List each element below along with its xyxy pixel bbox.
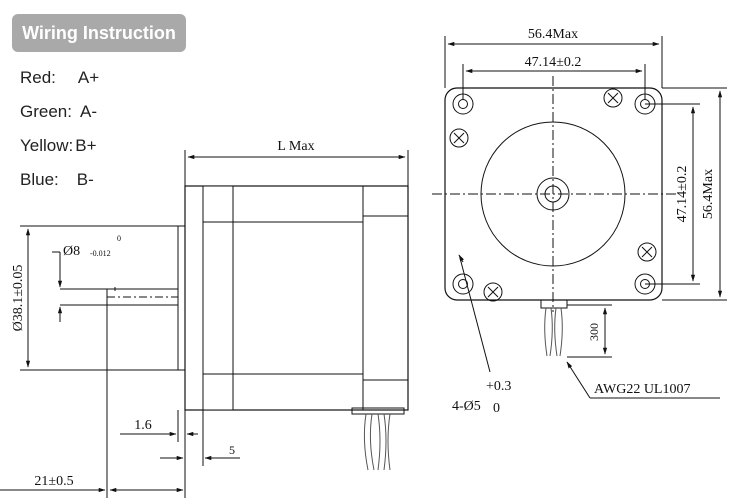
width-max-label: 56.4Max: [528, 27, 578, 42]
holes-label: 4-Ø5: [452, 399, 481, 414]
wire-phase-label: B-: [76, 170, 94, 189]
shaft-tolerance-lower: -0.012: [90, 249, 111, 258]
dim-5-label: 5: [229, 443, 235, 457]
wiring-row-red: Red: A+: [20, 66, 99, 100]
wire-spec-label: AWG22 UL1007: [594, 382, 690, 397]
wiring-list: Red: A+ Green: A- Yellow:B+ Blue: B-: [20, 66, 99, 202]
shaft-length-label: 21±0.5: [34, 474, 73, 489]
front-wires: [544, 307, 563, 357]
wire-phase-label: A-: [79, 102, 97, 121]
holes-tolerance-lower: 0: [493, 401, 500, 416]
flange-diameter-label: Ø38.1±0.05: [11, 265, 26, 332]
wiring-row-blue: Blue: B-: [20, 168, 99, 202]
side-view: [0, 150, 409, 498]
hole-spacing-label: 47.14±0.2: [525, 55, 582, 70]
wire-color-label: Red:: [20, 68, 56, 87]
wire-phase-label: B+: [75, 136, 97, 155]
wiring-instruction-header: Wiring Instruction: [12, 14, 186, 52]
length-label: L Max: [277, 139, 314, 154]
shaft-tolerance-upper: 0: [117, 234, 121, 243]
shaft-diameter-label: Ø8: [63, 244, 80, 259]
wire-color-label: Blue:: [20, 170, 59, 189]
holes-tolerance-upper: +0.3: [486, 379, 511, 394]
hole-spacing-vertical-label: 47.14±0.2: [675, 166, 690, 223]
front-view: [432, 36, 727, 399]
wire-color-label: Yellow:: [20, 136, 74, 155]
wire-color-label: Green:: [20, 102, 72, 121]
wiring-row-yellow: Yellow:B+: [20, 134, 99, 168]
wiring-row-green: Green: A-: [20, 100, 99, 134]
height-max-label: 56.4Max: [701, 169, 716, 219]
lead-length-label: 300: [587, 323, 601, 341]
dim-1-6-label: 1.6: [134, 418, 152, 433]
side-wires: [363, 413, 391, 471]
wire-phase-label: A+: [77, 68, 100, 87]
